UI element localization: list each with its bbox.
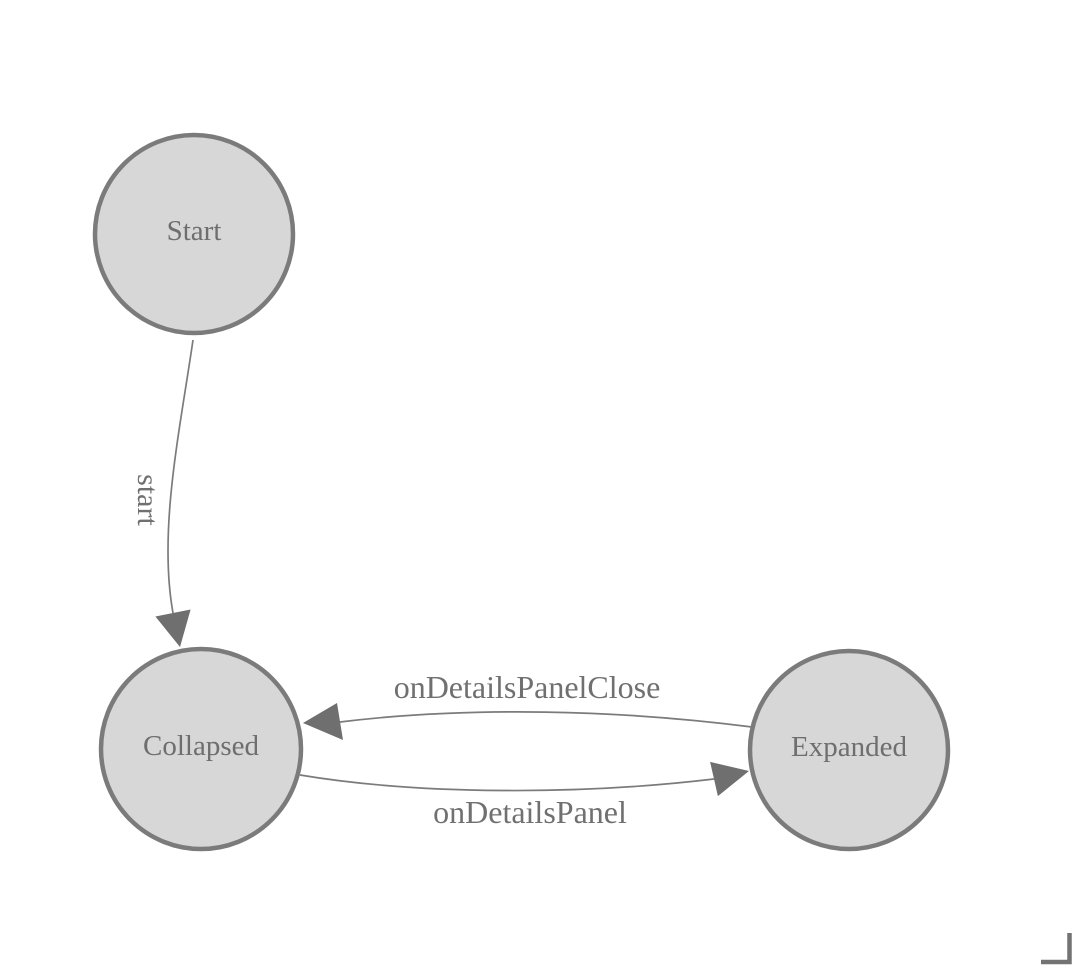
edge-expanded-to-collapsed: onDetailsPanelClose (303, 669, 753, 740)
state-circle-collapsed (98, 646, 304, 852)
arrowhead-icon (155, 609, 191, 647)
edge-collapsed-to-expanded-path (299, 774, 715, 792)
state-node-collapsed: Collapsed (98, 646, 304, 852)
state-node-expanded: Expanded (747, 648, 951, 852)
state-label-start: Start (167, 215, 222, 247)
edge-start-to-collapsed: start (131, 339, 194, 647)
edge-start-to-collapsed-path (167, 339, 194, 614)
edge-label-ondetailspanelclose: onDetailsPanelClose (394, 669, 661, 705)
edge-label-start: start (131, 474, 164, 526)
arrowhead-icon (710, 761, 749, 797)
state-circle-start (92, 132, 296, 336)
state-label-collapsed: Collapsed (143, 730, 259, 762)
state-circle-expanded (747, 648, 951, 852)
edge-label-ondetailspanel: onDetailsPanel (433, 794, 627, 830)
edge-expanded-to-collapsed-path (339, 711, 753, 728)
state-label-expanded: Expanded (791, 731, 907, 763)
edge-collapsed-to-expanded: onDetailsPanel (299, 761, 749, 830)
state-node-start: Start (92, 132, 296, 336)
resize-corner-handle[interactable] (1041, 933, 1072, 965)
arrowhead-icon (303, 703, 343, 740)
